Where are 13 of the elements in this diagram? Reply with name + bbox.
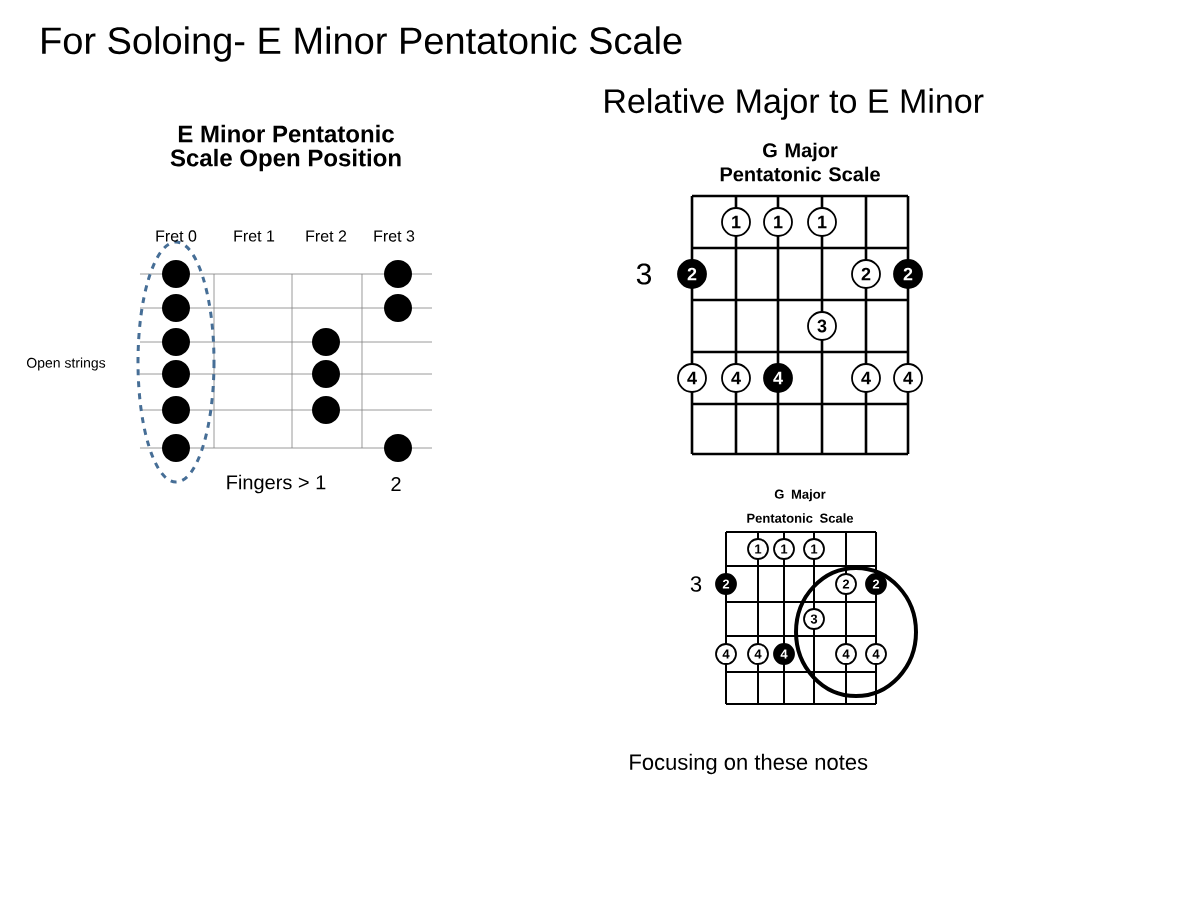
- fret-number: 3: [690, 576, 702, 592]
- finger-label: 2: [391, 477, 401, 491]
- fret-label: Fret 2: [306, 230, 347, 242]
- finger-label: Fingers > 1: [227, 474, 326, 494]
- fret-number: 3: [636, 263, 652, 285]
- subtitle: Relative Major to E Minor: [605, 88, 984, 120]
- title: For Soloing- E Minor Pentatonic Scale: [42, 26, 682, 62]
- fret-label: Fret 0: [156, 230, 197, 242]
- fret-label: Fret 3: [374, 230, 415, 242]
- chart-heading: G Major Pentatonic Scale: [720, 142, 880, 182]
- fret-label: Fret 1: [234, 230, 275, 242]
- caption-text: Focusing on these notes: [630, 753, 868, 775]
- chart-heading: E Minor Pentatonic Scale Open Position: [170, 124, 401, 172]
